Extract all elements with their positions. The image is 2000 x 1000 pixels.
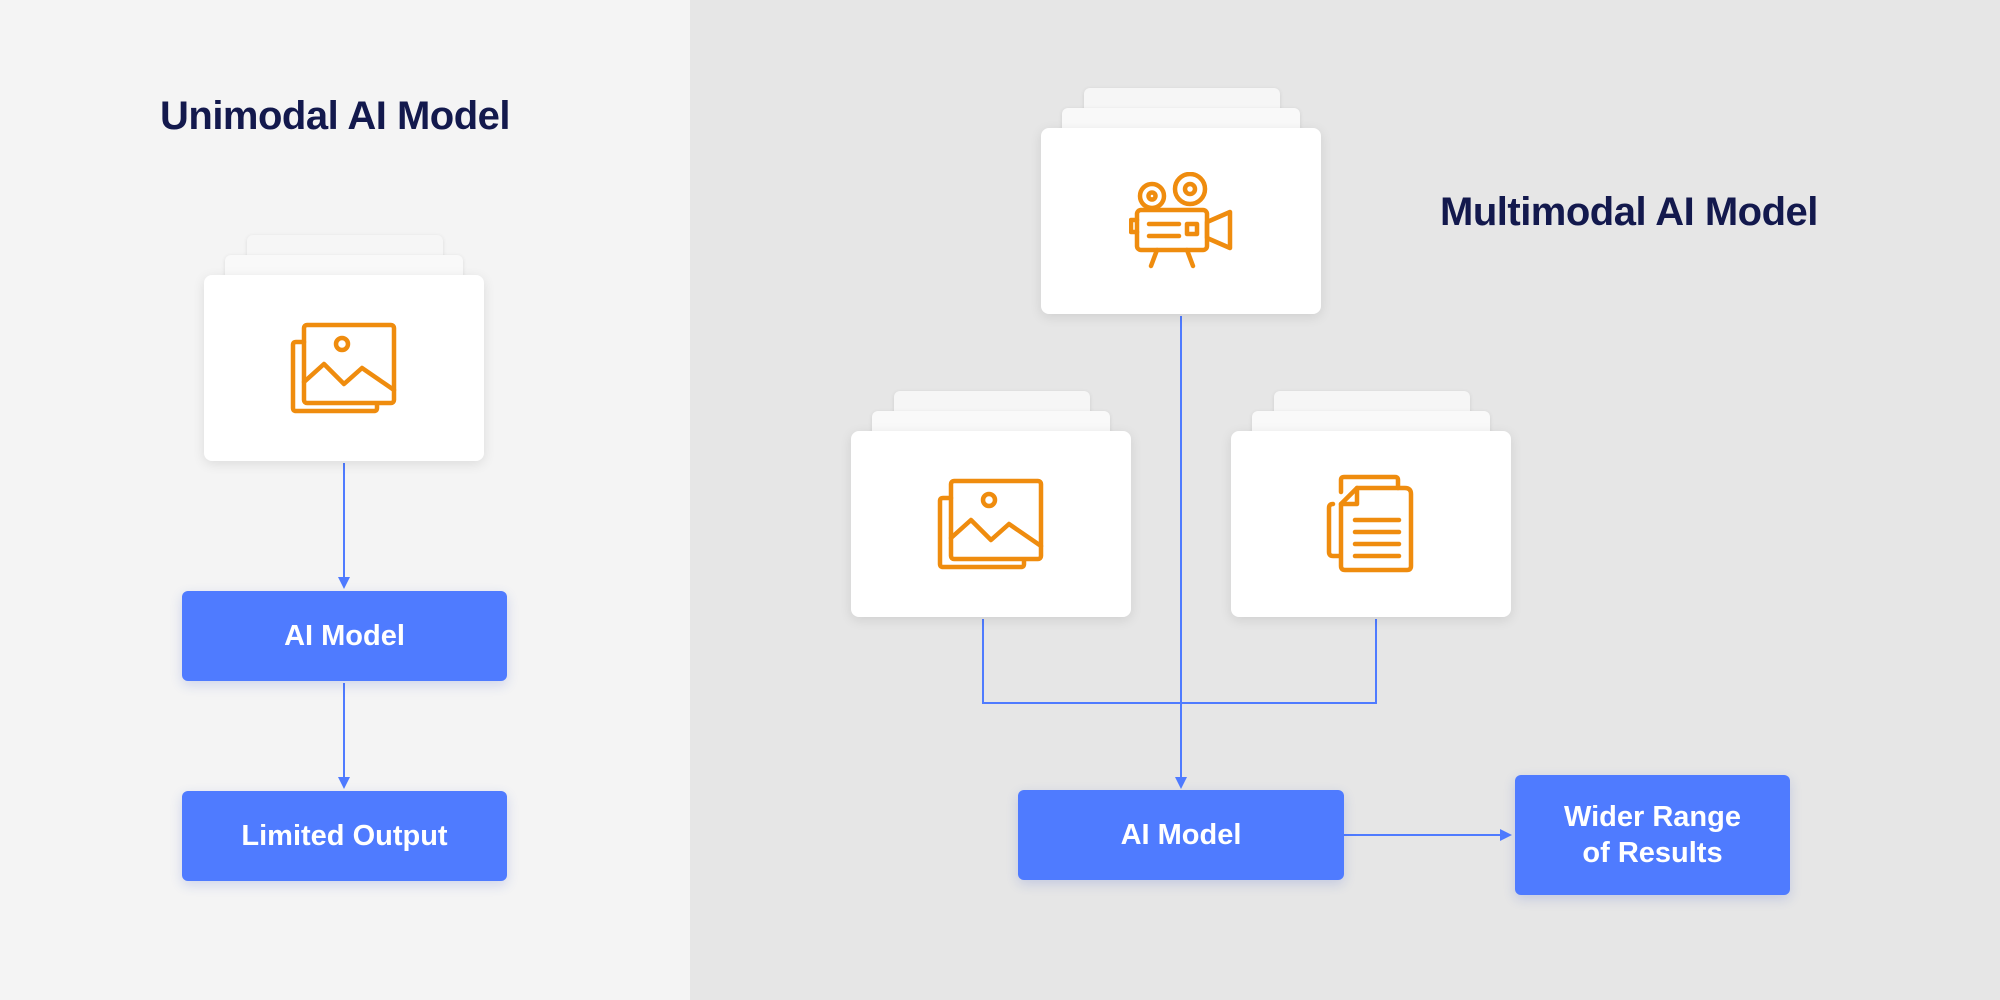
multimodal-title: Multimodal AI Model [1440, 190, 1818, 234]
wider-range-results-box: Wider Range of Results [1515, 775, 1790, 895]
image-icon [937, 478, 1044, 570]
video-camera-icon [1129, 172, 1233, 269]
video-input-stack [1041, 88, 1321, 314]
image-input-card [204, 275, 484, 461]
unimodal-ai-model-box: AI Model [182, 591, 507, 681]
image-input-card [851, 431, 1131, 617]
unimodal-image-input-stack [204, 235, 484, 461]
multimodal-ai-model-box: AI Model [1018, 790, 1344, 880]
video-input-card [1041, 128, 1321, 314]
document-icon [1326, 474, 1414, 573]
image-icon [290, 322, 397, 414]
document-input-stack [1231, 391, 1511, 617]
limited-output-box: Limited Output [182, 791, 507, 881]
multimodal-image-input-stack [851, 391, 1131, 617]
unimodal-title: Unimodal AI Model [160, 94, 511, 138]
document-input-card [1231, 431, 1511, 617]
line-image-document-merge [982, 619, 1377, 704]
